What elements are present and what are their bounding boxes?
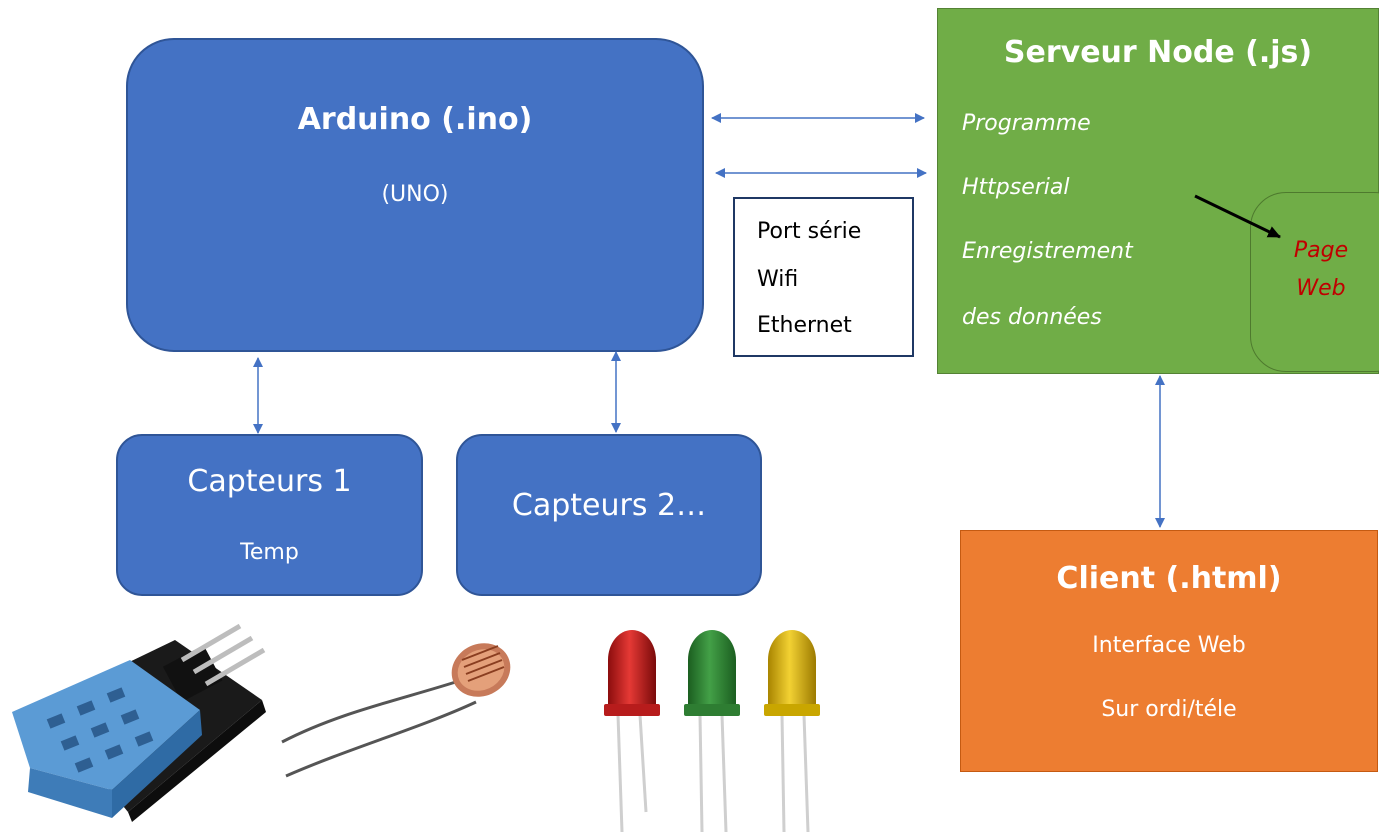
client-line-device: Sur ordi/téle [1101, 697, 1237, 722]
arduino-title: Arduino (.ino) [297, 102, 533, 137]
client-box: Client (.html) Interface Web Sur ordi/té… [960, 530, 1378, 772]
arrow-to-web-page [1194, 194, 1281, 239]
connection-serial: Port série [757, 219, 862, 244]
led-red-icon [604, 630, 660, 833]
server-line-donnees: des données [962, 305, 1102, 330]
connection-types-box: Port série Wifi Ethernet [733, 197, 914, 357]
server-line-httpserial: Httpserial [962, 175, 1070, 200]
server-line-enregistrement: Enregistrement [962, 239, 1133, 264]
sensor-1-subtitle: Temp [240, 540, 299, 565]
arduino-box: Arduino (.ino) (UNO) [126, 38, 704, 352]
photoresistor-icon [281, 643, 511, 778]
web-page-label: Page Web [1286, 232, 1356, 308]
led-yellow-icon [764, 630, 820, 833]
sensor-box-2: Capteurs 2… [456, 434, 762, 596]
sensor-2-title: Capteurs 2… [511, 488, 707, 523]
led-green-icon [684, 630, 740, 833]
sensor-1-title: Capteurs 1 [187, 464, 352, 499]
web-page-box [1250, 192, 1379, 372]
client-line-interface: Interface Web [1092, 633, 1246, 658]
web-page-label-line2: Web [1296, 276, 1346, 301]
connection-ethernet: Ethernet [757, 313, 852, 338]
connection-wifi: Wifi [757, 267, 799, 292]
dht-sensor-icon [12, 623, 266, 822]
server-box: Serveur Node (.js) Programme Httpserial … [937, 8, 1379, 374]
sensor-box-1: Capteurs 1 Temp [116, 434, 423, 596]
arduino-subtitle: (UNO) [381, 182, 449, 207]
web-page-label-line1: Page [1293, 238, 1349, 263]
client-title: Client (.html) [1056, 561, 1282, 596]
server-title: Serveur Node (.js) [1003, 35, 1313, 70]
server-line-programme: Programme [962, 111, 1091, 136]
